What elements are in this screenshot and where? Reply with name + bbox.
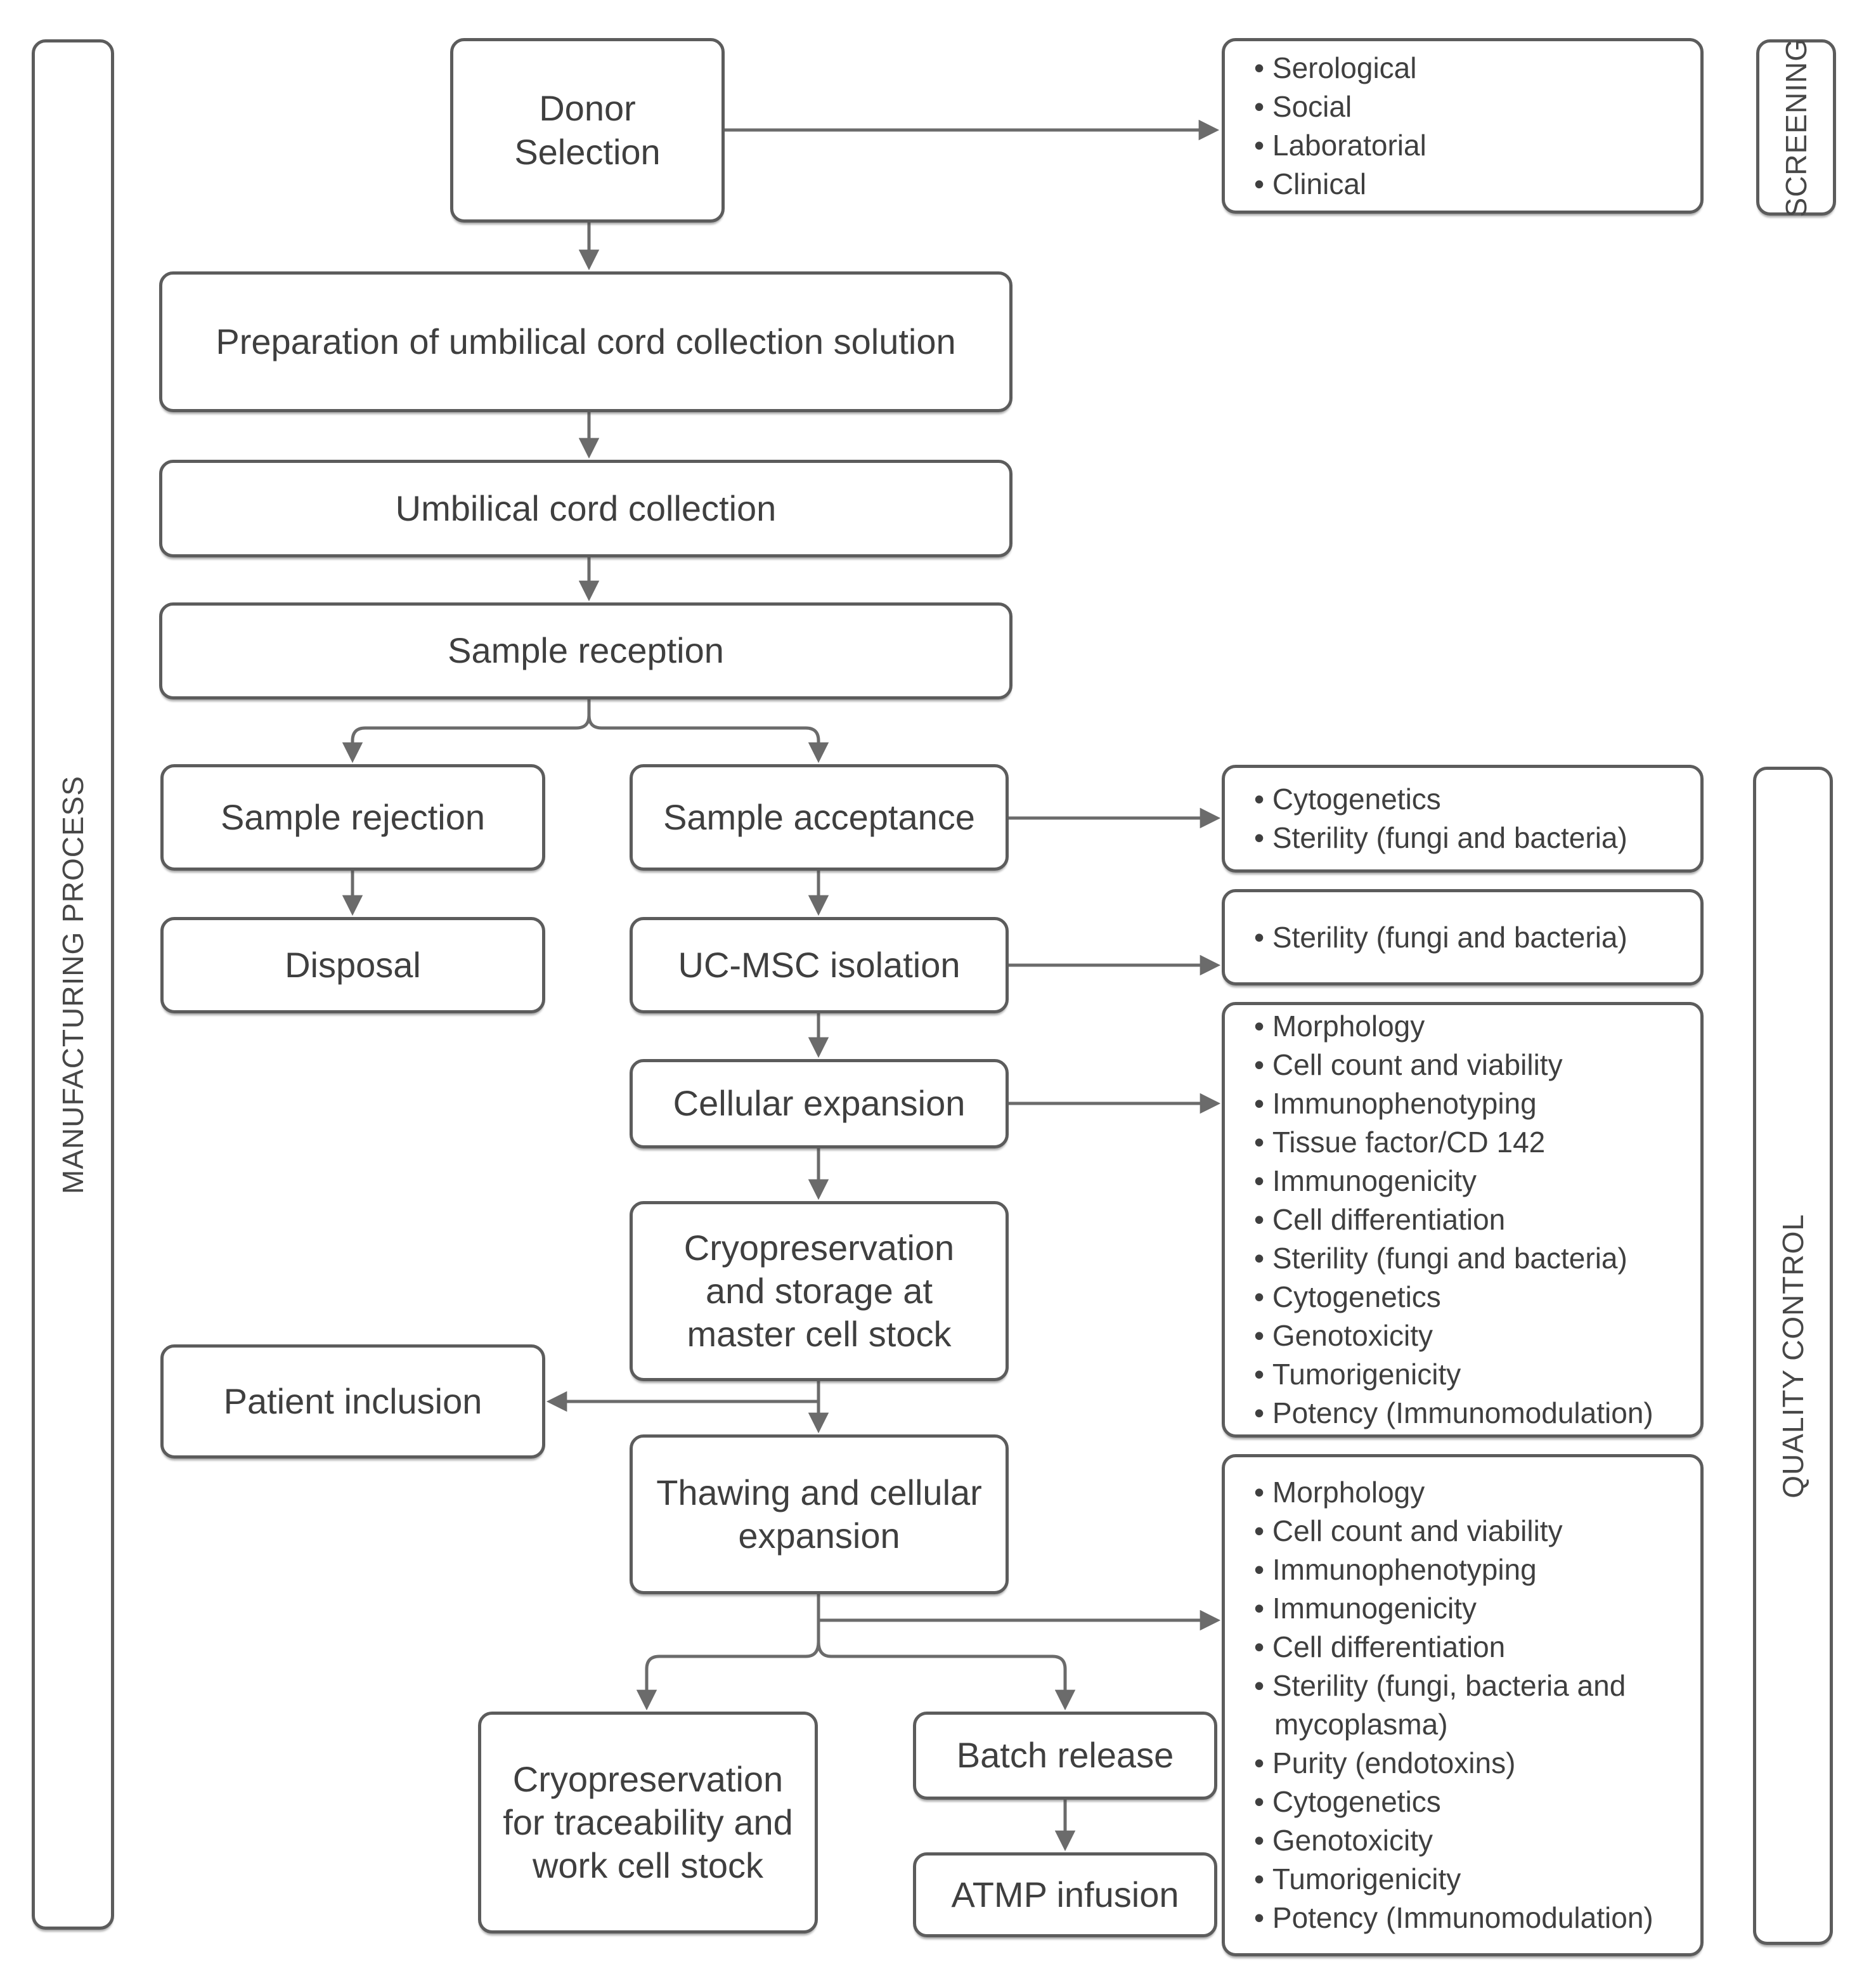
flow-node-preparation-solution: Preparation of umbilical cord collection…: [159, 271, 1012, 412]
list-item: Tumorigenicity: [1244, 1860, 1691, 1899]
list-item: Cell differentiation: [1244, 1628, 1691, 1667]
flow-node-label: Umbilical cord collection: [395, 488, 777, 528]
list-item: Sterility (fungi and bacteria): [1244, 819, 1691, 857]
list-item: Potency (Immunomodulation): [1244, 1899, 1691, 1937]
list-item: Sterility (fungi and bacteria): [1244, 1239, 1691, 1278]
list-item: Morphology: [1244, 1007, 1691, 1046]
flow-node-sample-acceptance: Sample acceptance: [630, 764, 1009, 871]
manufacturing-process-bar: MANUFACTURING PROCESS: [32, 39, 114, 1930]
list-item: Cytogenetics: [1244, 780, 1691, 819]
flow-node-label: Sample acceptance: [663, 796, 975, 837]
list-item: Cell count and viability: [1244, 1046, 1691, 1084]
list-item: Immunogenicity: [1244, 1162, 1691, 1200]
list-item: Genotoxicity: [1244, 1316, 1691, 1355]
qc-list: Morphology Cell count and viability Immu…: [1244, 1007, 1691, 1433]
flow-node-cellular-expansion: Cellular expansion: [630, 1059, 1009, 1148]
screening-bar: SCREENING: [1756, 37, 1836, 218]
qc-list: Cytogenetics Sterility (fungi and bacter…: [1244, 780, 1691, 857]
flow-node-sample-reception: Sample reception: [159, 602, 1012, 699]
qc-box-thawing-expansion: Morphology Cell count and viability Immu…: [1222, 1454, 1704, 1956]
flow-node-label: ATMP infusion: [951, 1874, 1179, 1914]
flow-node-cryopreservation-master-stock: Cryopreservation and storage at master c…: [630, 1201, 1009, 1381]
flow-node-label: Batch release: [956, 1735, 1174, 1776]
flow-node-umbilical-cord-collection: Umbilical cord collection: [159, 460, 1012, 557]
list-item: Cytogenetics: [1244, 1278, 1691, 1316]
flow-node-label: UC-MSC isolation: [678, 944, 961, 985]
list-item: Tumorigenicity: [1244, 1355, 1691, 1394]
list-item: Immunophenotyping: [1244, 1550, 1691, 1589]
flow-node-label: Sample rejection: [220, 796, 486, 837]
qc-list: Morphology Cell count and viability Immu…: [1244, 1473, 1691, 1937]
arrow-thawing-to-cryotrace: [636, 1594, 820, 1711]
flow-node-donor-selection: Donor Selection: [450, 38, 725, 223]
list-item: Genotoxicity: [1244, 1821, 1691, 1860]
list-item: Tissue factor/CD 142: [1244, 1123, 1691, 1162]
arrow-reception-to-acceptance: [587, 715, 829, 764]
list-item: Cell count and viability: [1244, 1512, 1691, 1550]
list-item: Potency (Immunomodulation): [1244, 1394, 1691, 1433]
flow-node-label: Donor Selection: [514, 88, 661, 172]
flow-node-batch-release: Batch release: [913, 1712, 1217, 1800]
list-item: Morphology: [1244, 1473, 1691, 1512]
list-item: Immunogenicity: [1244, 1589, 1691, 1628]
flow-node-label: Cryopreservation and storage at master c…: [683, 1227, 955, 1355]
list-item: Social: [1244, 88, 1691, 126]
flow-node-patient-inclusion: Patient inclusion: [160, 1344, 545, 1459]
flow-node-label: Preparation of umbilical cord collection…: [216, 321, 956, 361]
screening-tests-list: Serological Social Laboratorial Clinical: [1244, 49, 1691, 204]
list-item: Immunophenotyping: [1244, 1084, 1691, 1123]
list-item: Purity (endotoxins): [1244, 1744, 1691, 1783]
list-item: Clinical: [1244, 165, 1691, 204]
flow-node-label: Patient inclusion: [223, 1381, 482, 1421]
list-item: Sterility (fungi and bacteria): [1244, 918, 1691, 957]
flow-node-sample-rejection: Sample rejection: [160, 764, 545, 871]
flow-node-label: Disposal: [285, 944, 421, 985]
manufacturing-process-label: MANUFACTURING PROCESS: [56, 775, 89, 1194]
qc-list: Sterility (fungi and bacteria): [1244, 918, 1691, 957]
list-item: Laboratorial: [1244, 126, 1691, 165]
quality-control-label: QUALITY CONTROL: [1776, 1213, 1809, 1498]
list-item: Cytogenetics: [1244, 1783, 1691, 1821]
flow-node-atmp-infusion: ATMP infusion: [913, 1852, 1217, 1937]
flow-node-cryopreservation-work-stock: Cryopreservation for traceability and wo…: [478, 1712, 818, 1934]
screening-tests-box: Serological Social Laboratorial Clinical: [1222, 38, 1704, 214]
quality-control-bar: QUALITY CONTROL: [1753, 767, 1833, 1945]
list-item: Serological: [1244, 49, 1691, 88]
qc-box-isolation: Sterility (fungi and bacteria): [1222, 889, 1704, 985]
list-item: Cell differentiation: [1244, 1200, 1691, 1239]
screening-label: SCREENING: [1780, 37, 1813, 218]
list-item: Sterility (fungi, bacteria and mycoplasm…: [1244, 1667, 1691, 1744]
arrow-reception-to-rejection: [342, 699, 591, 764]
flow-node-disposal: Disposal: [160, 917, 545, 1013]
flow-node-label: Sample reception: [448, 630, 724, 671]
flow-node-ucmsc-isolation: UC-MSC isolation: [630, 917, 1009, 1013]
qc-box-cellular-expansion: Morphology Cell count and viability Immu…: [1222, 1002, 1704, 1438]
arrow-thawing-to-batch: [817, 1594, 1076, 1711]
flow-node-label: Cryopreservation for traceability and wo…: [503, 1758, 793, 1886]
flow-node-label: Cellular expansion: [673, 1083, 966, 1124]
flow-node-thawing-cellular-expansion: Thawing and cellular expansion: [630, 1434, 1009, 1594]
qc-box-sample-acceptance: Cytogenetics Sterility (fungi and bacter…: [1222, 765, 1704, 873]
flow-node-label: Thawing and cellular expansion: [656, 1472, 982, 1556]
